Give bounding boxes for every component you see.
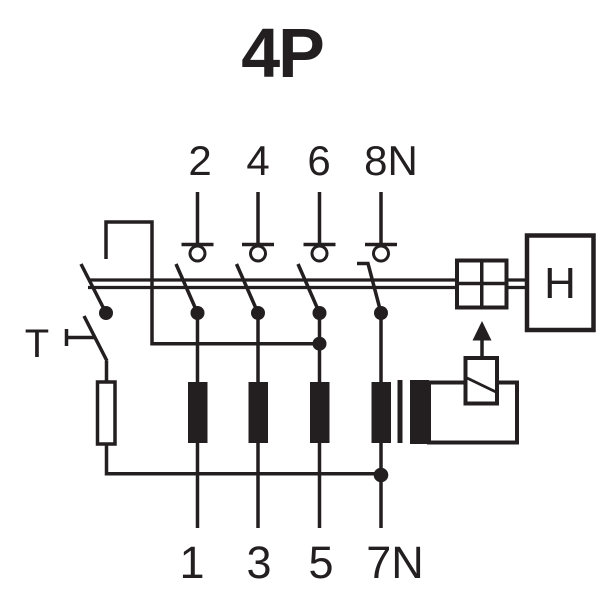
pole1-contact-blade — [174, 263, 200, 314]
terminal-label-4: 4 — [246, 137, 269, 184]
test-button — [64, 315, 109, 382]
neutral-pole-contact-blade — [357, 261, 383, 314]
trip-relay — [463, 356, 499, 406]
terminal-label-5: 5 — [308, 537, 333, 588]
relay-diagonal — [466, 376, 497, 394]
pole2-contact-blade — [234, 263, 260, 314]
ct-primary-windings — [188, 382, 391, 443]
terminal-circle-6 — [310, 244, 329, 263]
ct-secondary-winding — [410, 380, 429, 444]
terminal-label-6: 6 — [307, 137, 330, 184]
switch-contacts — [79, 261, 383, 314]
terminal-circle-2 — [188, 244, 207, 263]
ct-primary-winding-1 — [188, 382, 208, 443]
mechanism-box — [455, 258, 509, 310]
terminal-label-8n: 8N — [364, 137, 418, 184]
ct-primary-winding-n — [371, 382, 391, 443]
pole3-contact-blade — [296, 263, 322, 314]
test-aux-contact-blade — [79, 263, 108, 314]
handle-box: H — [524, 233, 596, 333]
test-button-label: T — [25, 322, 49, 366]
terminal-circle-8n — [372, 244, 390, 263]
terminal-label-1: 1 — [179, 537, 204, 588]
test-resistor — [95, 380, 117, 446]
diagram-title: 4P — [241, 14, 323, 92]
terminal-label-3: 3 — [246, 537, 271, 588]
ct-primary-winding-2 — [248, 382, 268, 443]
terminal-circle-4 — [249, 244, 267, 263]
linkage-bar — [88, 278, 527, 290]
ct-core-and-secondary — [397, 380, 519, 445]
test-circuit-wiring — [104, 220, 320, 346]
trip-arrow-icon — [472, 321, 492, 358]
junction-dots — [99, 306, 389, 483]
test-return-wire — [104, 444, 381, 476]
terminal-label-7n: 7N — [366, 537, 424, 588]
ct-core-bar — [397, 380, 403, 443]
ct-primary-winding-3 — [310, 382, 330, 443]
handle-box-label: H — [544, 259, 576, 308]
terminal-label-2: 2 — [188, 137, 211, 184]
top-terminals — [181, 192, 397, 263]
